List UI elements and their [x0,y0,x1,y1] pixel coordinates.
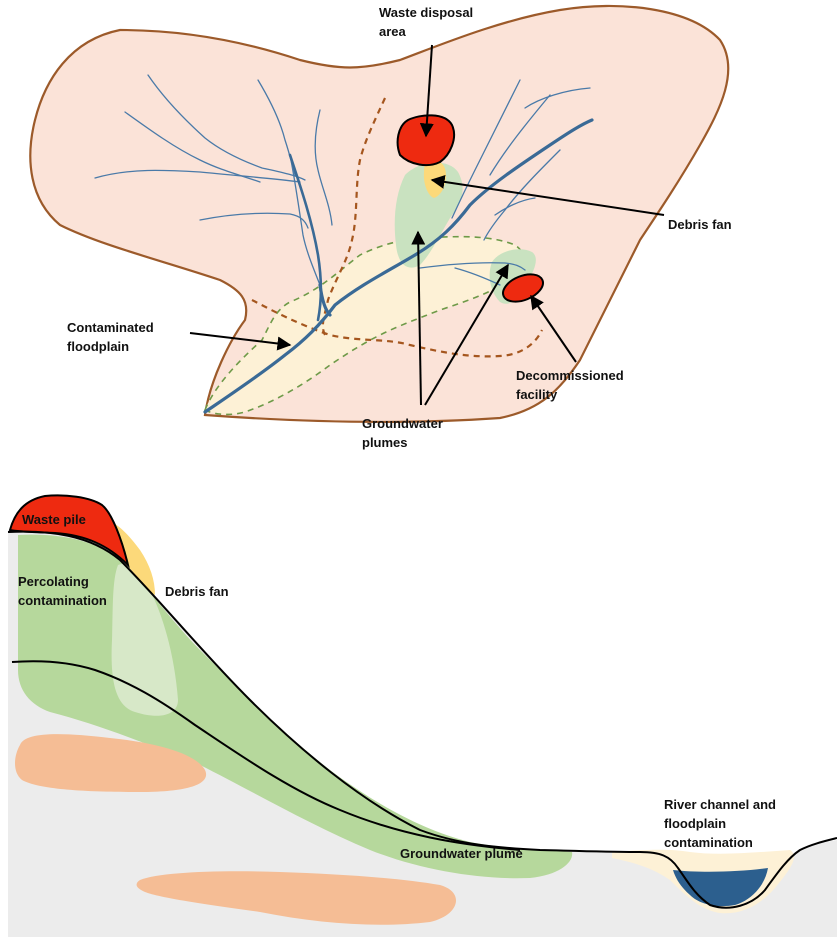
label-groundwater-plume: Groundwater plume [400,846,523,861]
label-debris-fan-section: Debris fan [165,584,229,599]
cross-section: Waste pile Percolating contamination Deb… [8,495,837,937]
label-waste-pile: Waste pile [22,512,86,527]
label-waste-disposal-area: Waste disposal area [379,5,477,39]
label-river-channel: River channel and floodplain contaminati… [664,797,780,850]
label-debris-fan-map: Debris fan [668,217,732,232]
plan-view-map: Waste disposal area Debris fan Contamina… [30,5,731,450]
label-groundwater-plumes: Groundwater plumes [362,416,447,450]
label-contaminated-floodplain: Contaminated floodplain [67,320,157,354]
catchment-area [30,6,728,422]
waste-disposal-area [398,115,454,165]
